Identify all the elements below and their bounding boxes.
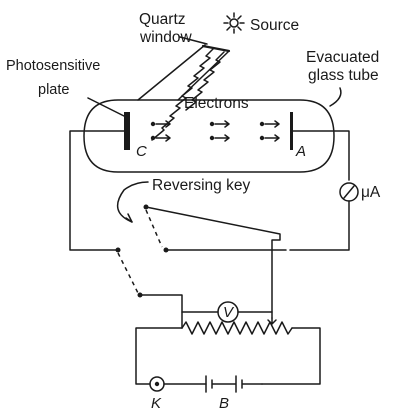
label-quartz-line2: window [139, 29, 192, 46]
ammeter-wire-down [289, 200, 350, 251]
left-lower-wire [139, 294, 183, 329]
electron-row-2 [150, 134, 280, 142]
anode-plate [290, 112, 293, 150]
electron-row-1 [150, 120, 280, 128]
reversing-key-wire-top [145, 206, 281, 319]
label-photosensitive-line1: Photosensitive [6, 58, 100, 74]
label-reversing-key: Reversing key [152, 177, 250, 194]
light-ray-2 [185, 51, 225, 111]
label-photosensitive-line2: plate [38, 82, 69, 98]
quartz-window-arm-left [137, 44, 206, 101]
label-anode: A [295, 143, 306, 160]
quartz-window [201, 44, 231, 53]
label-evacuated-line1: Evacuated [306, 49, 379, 66]
label-battery: B [219, 395, 229, 412]
rheostat-wire-right [261, 327, 321, 385]
label-key: K [151, 395, 162, 412]
label-quartz-line1: Quartz [139, 11, 186, 28]
rheostat-resistor [181, 321, 293, 335]
rheostat-slider [267, 317, 277, 325]
glass-tube [83, 99, 335, 173]
plate-leader [87, 97, 125, 117]
sun-icon [223, 12, 245, 34]
reversing-key-link [145, 209, 163, 248]
key-k-center [154, 381, 160, 387]
cathode-wire [69, 130, 125, 251]
label-electrons: Electrons [184, 95, 249, 112]
rheostat-wire-left [135, 327, 183, 385]
quartz-leader [179, 36, 208, 45]
label-cathode: C [136, 143, 147, 160]
left-dashed-link [117, 252, 139, 294]
label-microammeter: μA [361, 184, 381, 201]
battery [205, 375, 263, 393]
label-evacuated-line2: glass tube [308, 67, 379, 84]
microammeter-needle [343, 185, 355, 199]
tube-leader [329, 87, 342, 107]
label-voltmeter: V [223, 304, 235, 321]
reversing-key-arc [116, 181, 149, 223]
anode-wire [292, 130, 350, 181]
cathode-plate [124, 112, 130, 150]
light-ray-1 [151, 47, 215, 141]
label-source: Source [250, 17, 299, 34]
left-junction [115, 247, 121, 253]
reversing-key-arrowhead [125, 213, 133, 223]
